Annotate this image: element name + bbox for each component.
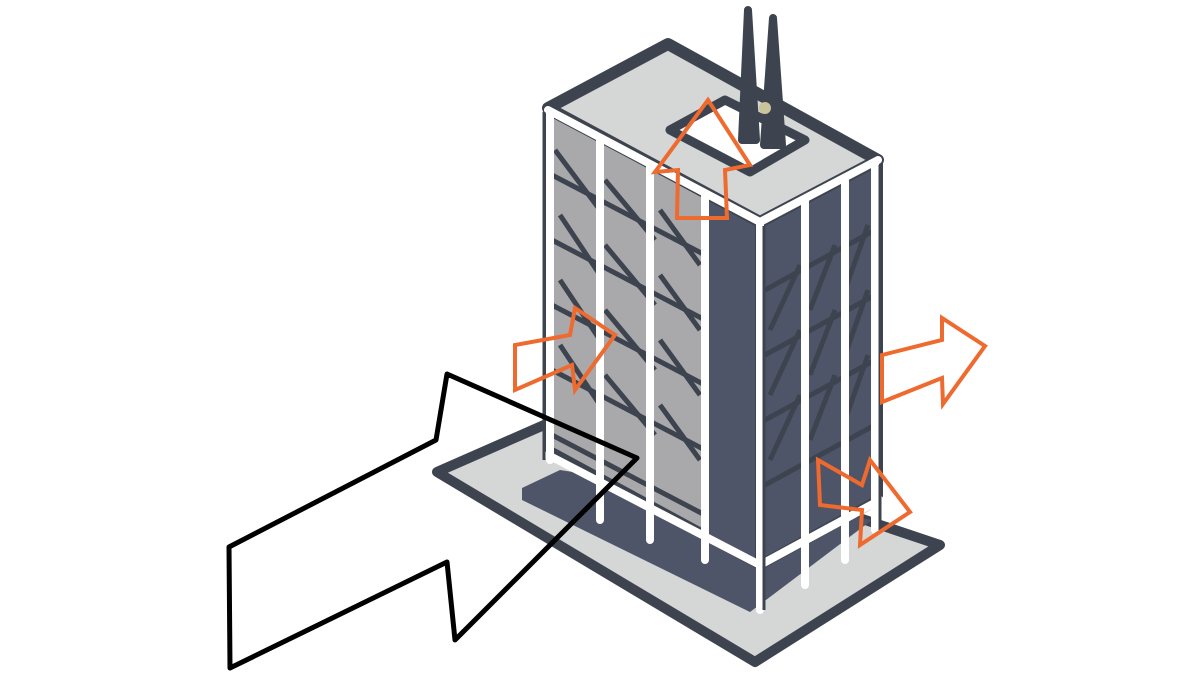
outflow-arrow-lower-right-icon bbox=[815, 455, 913, 549]
right-face-bracing bbox=[763, 224, 877, 488]
exhaust-arrow-up-icon bbox=[650, 96, 754, 220]
antenna-left bbox=[738, 6, 760, 144]
antenna-base bbox=[759, 102, 771, 114]
antenna-right bbox=[760, 14, 786, 149]
building-shadow-panel bbox=[705, 195, 760, 565]
large-inflow-arrow-icon bbox=[226, 371, 640, 671]
outflow-arrow-right-icon bbox=[880, 314, 988, 410]
frame-outline bbox=[542, 112, 882, 610]
inflow-arrow-left-icon bbox=[513, 304, 618, 396]
rooftop-unit bbox=[665, 95, 810, 177]
white-frame-columns bbox=[544, 106, 884, 614]
base-footprint bbox=[522, 470, 872, 612]
